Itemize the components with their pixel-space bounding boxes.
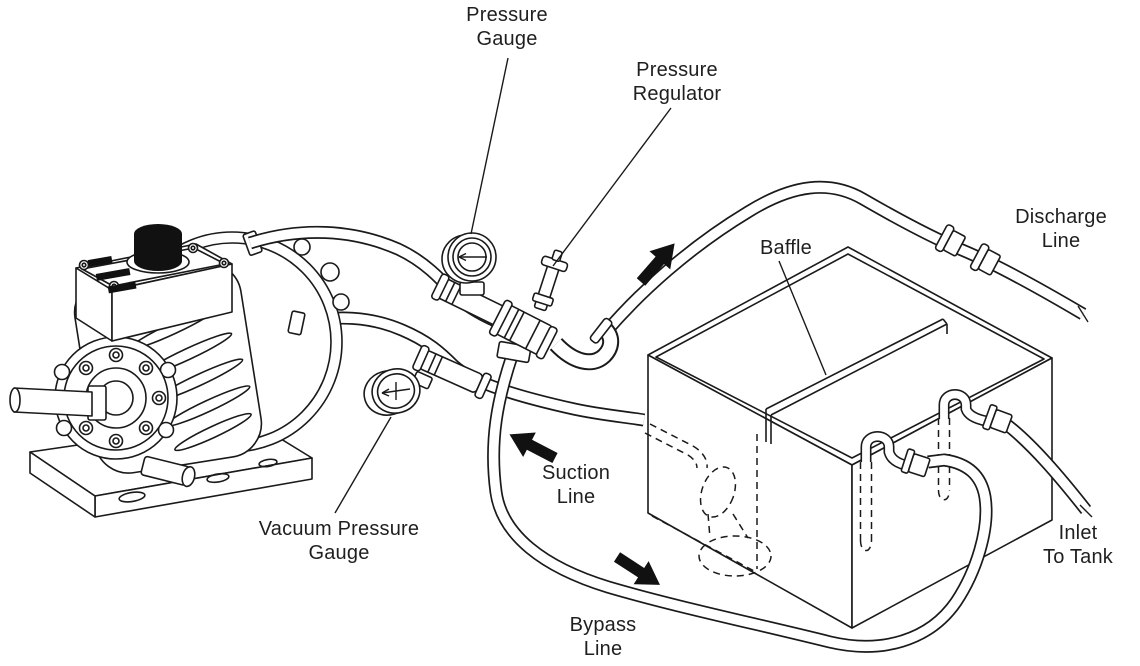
pump-motor-assembly xyxy=(9,224,350,518)
pump-cap-knob xyxy=(126,224,190,274)
label-baffle: Baffle xyxy=(760,237,812,259)
leader-lines xyxy=(334,57,827,514)
pressure-regulator xyxy=(488,249,620,371)
flow-arrow-bypass xyxy=(613,552,660,585)
pressure-gauge xyxy=(431,232,513,332)
hidden-suction-pickup xyxy=(644,423,772,577)
label-vacuum-pressure-gauge: Vacuum Pressure Gauge xyxy=(258,518,420,564)
hidden-dip-tubes xyxy=(859,418,951,552)
hose-coupling xyxy=(934,224,966,257)
supply-tank xyxy=(647,246,1053,629)
label-suction-line: Suction Line xyxy=(541,462,611,508)
hose-coupling xyxy=(969,243,1001,276)
label-bypass-line: Bypass Line xyxy=(569,614,637,660)
flow-arrow-suction xyxy=(509,432,558,463)
label-pressure-regulator: Pressure Regulator xyxy=(632,59,722,105)
label-inlet-to-tank: Inlet To Tank xyxy=(1043,522,1113,568)
label-pressure-gauge: Pressure Gauge xyxy=(466,4,548,50)
baffle-plate xyxy=(765,318,948,444)
bypass-hose xyxy=(487,353,993,653)
pump-shaft xyxy=(9,385,107,421)
bolt-circle xyxy=(65,347,167,449)
inlet-dip-tube xyxy=(938,389,988,427)
inlet-hose xyxy=(982,404,1093,518)
flow-arrow-discharge xyxy=(636,243,675,286)
discharge-hose xyxy=(600,180,1089,338)
vacuum-pressure-gauge xyxy=(363,344,492,416)
bypass-dip-tube xyxy=(860,431,907,471)
label-discharge-line: Discharge Line xyxy=(1015,206,1107,252)
